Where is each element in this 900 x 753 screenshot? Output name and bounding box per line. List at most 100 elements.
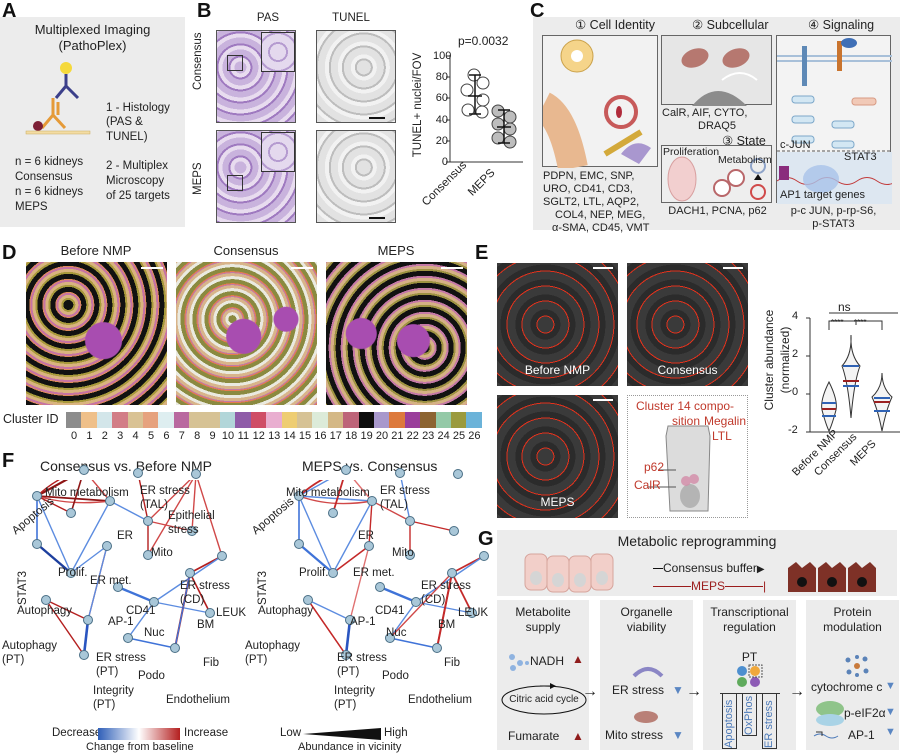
cluster-id-label: 12 bbox=[252, 430, 265, 442]
g2-label-er-met: ER met. bbox=[353, 567, 395, 579]
tunel-meps-image bbox=[316, 130, 396, 223]
legend2-caption: Abundance in vicinity bbox=[298, 741, 402, 753]
g1-label-fib: Fib bbox=[203, 657, 219, 669]
section-subcellular-title: ② Subcellular bbox=[692, 18, 769, 32]
g1-label-epithelial-2: stress bbox=[168, 524, 199, 536]
cluster-id-label: 3 bbox=[117, 430, 124, 442]
network-node-26 bbox=[467, 608, 477, 618]
subcellular-markers-1: CalR, AIF, CYTO, bbox=[662, 107, 748, 119]
g2-label-nuc: Nuc bbox=[386, 627, 407, 639]
cluster-swatch-23 bbox=[420, 412, 436, 428]
sig-left: **** bbox=[831, 318, 844, 327]
cluster-id-label: 7 bbox=[178, 430, 185, 442]
cytochrome-c-label: cytochrome c bbox=[811, 680, 883, 694]
cell-identity-markers-3: SGLT2, LTL, AQP2, bbox=[543, 196, 640, 208]
network-node-0 bbox=[405, 516, 415, 526]
step2-line2: Microscopy bbox=[106, 175, 165, 187]
g1-label-ap1: AP-1 bbox=[108, 616, 134, 628]
cluster-id-label: 11 bbox=[237, 430, 250, 442]
network-node-24 bbox=[187, 526, 197, 536]
violin-ytick-0: 0 bbox=[792, 386, 799, 398]
g1-label-endothelium: Endothelium bbox=[166, 694, 230, 706]
cluster-swatch-11 bbox=[235, 412, 251, 428]
sig-right: **** bbox=[854, 318, 867, 327]
cluster-id-label: 13 bbox=[268, 430, 281, 442]
nadh-up-arrow-icon: ▲ bbox=[572, 652, 584, 666]
cluster14-before-nmp-image: Before NMP bbox=[497, 263, 618, 386]
cluster-id-label: 10 bbox=[221, 430, 235, 442]
panel-a-subtitle: (PathoPlex) bbox=[58, 38, 127, 53]
ytick-20: 20 bbox=[435, 135, 448, 147]
xtick-meps: MEPS bbox=[466, 166, 498, 199]
p62-label: p62 bbox=[644, 460, 665, 474]
cluster-id-label: 22 bbox=[406, 430, 419, 442]
tunel-consensus-image bbox=[316, 30, 396, 123]
g1-label-er-stress-cd-1: ER stress bbox=[180, 580, 230, 592]
cluster-swatch-13 bbox=[266, 412, 282, 428]
d-title-consensus: Consensus bbox=[213, 243, 279, 258]
ltl-label: LTL bbox=[712, 429, 732, 443]
g1-label-er-stress-cd-2: (CD) bbox=[180, 594, 205, 606]
cluster14-title-2: sition bbox=[672, 414, 701, 428]
ytick-80: 80 bbox=[435, 71, 448, 83]
cluster-id-label: 8 bbox=[194, 430, 201, 442]
cluster-id-label: 25 bbox=[452, 430, 466, 442]
citric-acid-cycle-loop bbox=[501, 683, 587, 715]
section-cell-identity-title: ① Cell Identity bbox=[575, 18, 655, 32]
g2-label-integrity-pt-2: (PT) bbox=[334, 699, 357, 711]
protein-modulation-box bbox=[806, 600, 899, 750]
g2-label-ap1: AP-1 bbox=[350, 616, 376, 628]
cluster-id-label: 24 bbox=[437, 430, 450, 442]
network-node-13 bbox=[375, 582, 385, 592]
box1-title-1: Metabolite bbox=[515, 605, 571, 619]
e-label-before-nmp: Before NMP bbox=[524, 363, 591, 377]
network-node-20 bbox=[303, 595, 313, 605]
g1-label-mito: Mito bbox=[151, 547, 173, 559]
network-node-11 bbox=[328, 568, 338, 578]
g1-label-stat3: STAT3 bbox=[17, 570, 29, 605]
cluster-swatch-17 bbox=[327, 412, 344, 428]
cytochrome-c-down-arrow-icon: ▼ bbox=[885, 680, 896, 692]
violin-ytick-neg2: -2 bbox=[788, 424, 798, 436]
cohort-line3: n = 6 kidneys bbox=[15, 186, 84, 198]
g1-label-er-stress-tal-1: ER stress bbox=[140, 485, 190, 497]
fumarate-up-arrow-icon: ▲ bbox=[572, 729, 584, 743]
g2-label-autophagy: Autophagy bbox=[258, 605, 313, 617]
cluster-id-label: 15 bbox=[298, 430, 312, 442]
p-eif2a-down-arrow-icon: ▼ bbox=[885, 706, 896, 718]
g2-label-er-stress-pt-1: ER stress bbox=[337, 652, 387, 664]
fumarate-label: Fumarate bbox=[508, 729, 560, 743]
network-node-7 bbox=[170, 643, 180, 653]
box2-title-1: Organelle bbox=[620, 605, 673, 619]
cluster-swatch-26 bbox=[466, 412, 482, 428]
sig-ns: ns bbox=[838, 300, 851, 314]
g1-label-podo: Podo bbox=[138, 670, 165, 682]
step2-line3: of 25 targets bbox=[106, 190, 170, 202]
mitochondrion-icon bbox=[634, 711, 658, 723]
network-node-3 bbox=[102, 541, 112, 551]
flow-arrow-3-icon: → bbox=[789, 683, 805, 700]
network-node-7 bbox=[432, 643, 442, 653]
network-node-4 bbox=[191, 469, 201, 479]
state-proliferation-label: Proliferation bbox=[663, 146, 720, 158]
network-node-18 bbox=[32, 539, 42, 549]
g2-label-er-stress-cd-2: (CD) bbox=[421, 594, 446, 606]
signaling-image bbox=[776, 35, 898, 204]
cell-cluster-icon bbox=[737, 664, 763, 687]
g1-label-bm: BM bbox=[197, 619, 215, 631]
network-node-2 bbox=[32, 491, 42, 501]
network-node-26 bbox=[205, 608, 215, 618]
signaling-ap1-label: AP1 target genes bbox=[780, 189, 866, 201]
network-node-5 bbox=[185, 568, 195, 578]
step1-line1: 1 - Histology bbox=[106, 102, 170, 114]
network-node-0 bbox=[143, 516, 153, 526]
panel-label-g: G bbox=[478, 528, 494, 550]
network-node-25 bbox=[341, 650, 351, 660]
cell-identity-markers-4: COL4, NEP, MEG, bbox=[555, 209, 646, 221]
g1-label-cd41: CD41 bbox=[126, 605, 156, 617]
ytick-0: 0 bbox=[441, 156, 448, 168]
arrow-right-icon: ▶ bbox=[756, 564, 765, 575]
er-stress-bar-label: ER stress bbox=[763, 700, 775, 748]
step2-line1: 2 - Multiplex bbox=[106, 160, 168, 172]
box2-title-2: viability bbox=[626, 620, 667, 634]
